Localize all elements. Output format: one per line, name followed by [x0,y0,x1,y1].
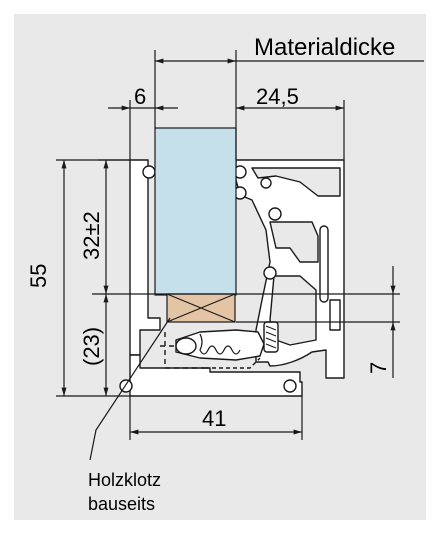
dim-32-label: 32±2 [79,211,104,260]
frame-profile [119,159,345,397]
dim-6-label: 6 [134,84,146,109]
profile-right-body [235,159,345,379]
profile-hidden-line-right [205,357,261,369]
dim-55-label: 55 [26,264,51,288]
dim-23-label: (23) [79,327,104,366]
clamp-screw-thread [265,325,277,349]
dimension-lines [56,50,424,461]
clamp-insert [175,329,265,361]
profile-screw-head [260,177,272,189]
dim-7-label: 7 [366,362,391,374]
dim-24-5-label: 24,5 [256,84,299,109]
glass-pane [154,127,237,296]
holzklotz-label-line1: Holzklotz [88,470,161,490]
profile-chamber-top [251,167,341,197]
materialdicke-label: Materialdicke [254,34,395,61]
gasket-left-top [142,165,156,179]
profile-pin-mid [268,207,282,221]
profile-slot [319,225,329,303]
profile-pin-lower [263,266,277,280]
clamp-spring [199,333,241,355]
wood-block [166,293,236,323]
dim-41-label: 41 [202,406,226,431]
clamp-head [175,337,197,355]
profile-chamber-mid [269,221,319,263]
holzklotz-leader [89,317,171,461]
profile-slot-lower [329,299,341,331]
holzklotz-label-line2: bauseits [88,494,155,514]
base-bolt-right [283,379,297,393]
